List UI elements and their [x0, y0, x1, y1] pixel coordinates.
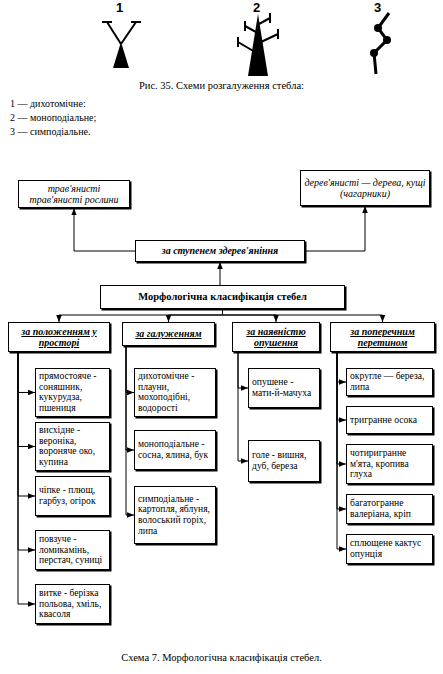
figure-caption: Рис. 35. Схеми розгалуження стебла: — [0, 80, 443, 91]
box-text: повзуче - ломикамінь, перстач, суниці — [39, 534, 106, 566]
category-item-box: чотиригранне м'ята, кропива глуха — [346, 444, 433, 484]
connector-arrow — [337, 352, 346, 549]
box-text: за ступенем здерев'яніння — [162, 245, 279, 256]
category-item-box: висхідне - вероніка, вороняче око, купин… — [35, 422, 110, 471]
legend-note: 3 — симподіальне. — [10, 126, 90, 137]
connector-arrow — [126, 346, 134, 392]
category-item-box: дихотомічне - плауни, мохоподібні, водор… — [134, 368, 216, 417]
box-text: чотиригранне м'ята, кропива глуха — [350, 448, 429, 480]
category-box: за наявністю опушення — [232, 322, 320, 352]
connector-arrow — [169, 309, 223, 322]
box-text: моноподіальне - сосна, ялина, бук — [138, 439, 212, 460]
category-item-box: голе - вишня, дуб, береза — [248, 440, 320, 482]
connector-arrow — [337, 352, 346, 509]
category-item-box: прямостояче - соняшник, кукурудза, пшени… — [35, 368, 110, 417]
diagram-caption: Схема 7. Морфологічна класифікація стебе… — [0, 652, 443, 663]
box-text: симподіальне - картопля, яблуня, волоськ… — [138, 494, 212, 537]
connector-arrow — [337, 352, 346, 382]
category-item-box: тригранне осока — [346, 406, 433, 434]
box-text: прямостояче - соняшник, кукурудза, пшени… — [39, 371, 106, 414]
connector-arrow — [337, 352, 346, 464]
box-text: Морфологічна класифікація стебел — [138, 291, 307, 303]
legend-note: 1 — дихотомічне: — [10, 98, 86, 109]
connector-arrow — [18, 352, 35, 392]
box-text: сплющене кактус опунція — [350, 538, 429, 559]
connector-arrow — [238, 352, 248, 461]
box-text: витке - берізка польова, хміль, квасоля — [39, 588, 106, 620]
category-item-box: сплющене кактус опунція — [346, 534, 433, 564]
callout-number: 3 — [374, 0, 381, 15]
connector-arrow — [337, 352, 346, 420]
box-text: за галуженням — [135, 328, 201, 339]
box-text: за положенням у просторі — [12, 326, 106, 348]
connector-arrow — [126, 346, 134, 515]
category-item-box: опушене - мати-й-мачуха — [248, 368, 320, 408]
category-box: за положенням у просторі — [8, 322, 110, 352]
category-box: за поперечним перетином — [330, 322, 435, 352]
callout-number: 1 — [116, 0, 123, 15]
connector-arrow — [126, 346, 134, 450]
category-item-box: округле — береза, липа — [346, 368, 433, 396]
box-text: чіпке - плющ, гарбуз, огірок — [39, 485, 106, 506]
box-text: тригранне осока — [350, 415, 417, 426]
category-box: за галуженням — [122, 322, 215, 346]
category-box: за ступенем здерев'яніння — [135, 240, 305, 262]
connector-arrow — [223, 309, 383, 322]
category-item-box: симподіальне - картопля, яблуня, волоськ… — [134, 486, 216, 544]
category-box: Морфологічна класифікація стебел — [100, 285, 345, 309]
box-text: голе - вишня, дуб, береза — [252, 450, 316, 471]
box-text: за наявністю опушення — [236, 326, 316, 348]
box-text: опушене - мати-й-мачуха — [252, 377, 316, 398]
connector-arrow — [18, 352, 35, 446]
box-text: за поперечним перетином — [334, 326, 431, 348]
connector-arrow — [18, 352, 35, 550]
box-text: дерев'янисті — дерева, кущі (чагарники) — [304, 177, 426, 199]
box-text: висхідне - вероніка, вороняче око, купин… — [39, 425, 106, 468]
category-box: трав'янисті трав'янисті рослини — [18, 180, 130, 208]
connector-arrow — [18, 352, 35, 496]
connector-arrow — [59, 309, 223, 322]
connector-arrow — [305, 206, 365, 251]
category-item-box: витке - берізка польова, хміль, квасоля — [35, 584, 110, 624]
connector-arrow — [220, 262, 221, 285]
box-text: дихотомічне - плауни, мохоподібні, водор… — [138, 371, 212, 414]
category-item-box: повзуче - ломикамінь, перстач, суниці — [35, 530, 110, 570]
connector-arrow — [18, 352, 35, 604]
connector-arrow — [223, 309, 277, 322]
dichotomous-scheme — [102, 22, 141, 68]
callout-number: 2 — [253, 0, 260, 15]
category-item-box: багатогранне валеріана, кріп — [346, 494, 433, 524]
category-item-box: чіпке - плющ, гарбуз, огірок — [35, 476, 110, 516]
sympodial-scheme — [370, 13, 391, 74]
connector-arrow — [238, 352, 248, 388]
box-text: багатогранне валеріана, кріп — [350, 498, 429, 519]
category-item-box: моноподіальне - сосна, ялина, бук — [134, 430, 216, 470]
monopodial-scheme — [238, 13, 278, 76]
box-text: трав'янисті трав'янисті рослини — [22, 183, 126, 205]
connector-arrow — [74, 208, 135, 251]
box-text: округле — береза, липа — [350, 371, 429, 392]
category-box: дерев'янисті — дерева, кущі (чагарники) — [300, 170, 430, 206]
legend-note: 2 — моноподіальне; — [10, 112, 96, 123]
